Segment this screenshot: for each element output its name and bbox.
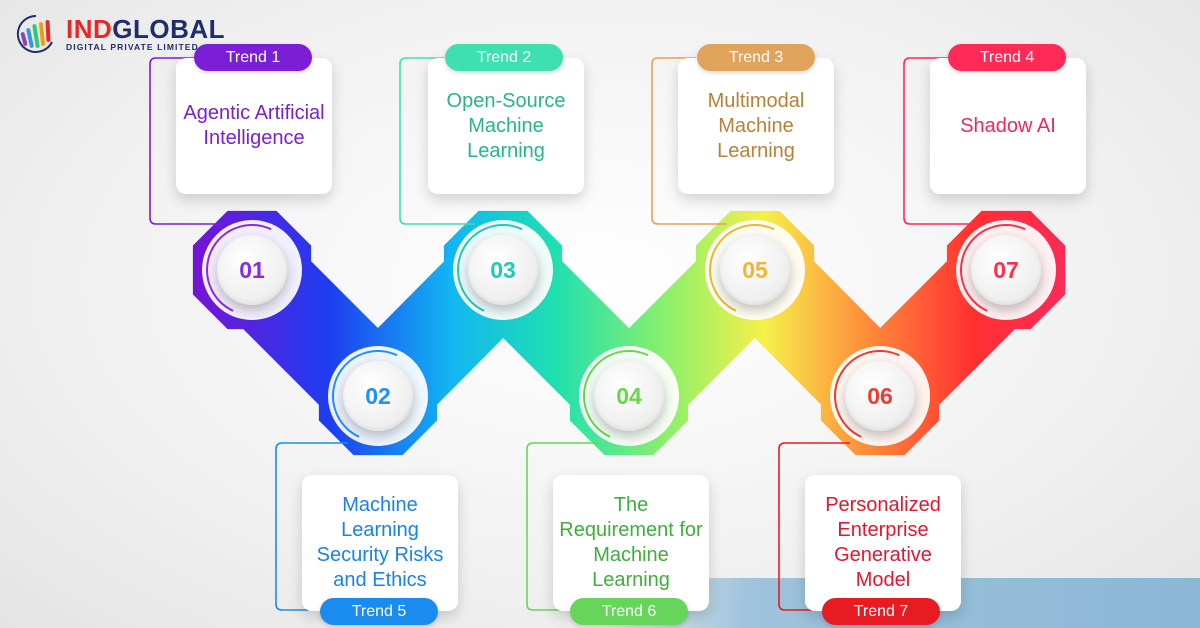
node-number-01: 01 bbox=[217, 235, 287, 305]
trend-card-2: Machine Learning Security Risks and Ethi… bbox=[302, 475, 458, 611]
logo-name: INDGLOBAL bbox=[66, 14, 226, 44]
card-title-2: Machine Learning Security Risks and Ethi… bbox=[316, 494, 444, 591]
bracket-line bbox=[778, 442, 850, 611]
node-number-06: 06 bbox=[845, 361, 915, 431]
trend-card-3: Open-Source Machine Learning bbox=[428, 58, 584, 194]
node-number-05: 05 bbox=[720, 235, 790, 305]
card-title-4: The Requirement for Machine Learning bbox=[559, 494, 703, 591]
trend-card-1: Agentic Artificial Intelligence bbox=[176, 58, 332, 194]
trend-card-5: Multimodal Machine Learning bbox=[678, 58, 834, 194]
bracket-line bbox=[149, 57, 224, 225]
company-logo: INDGLOBAL DIGITAL PRIVATE LIMITED bbox=[12, 10, 225, 54]
bracket-lines bbox=[149, 57, 978, 611]
trend-pill-4: Trend 4 bbox=[948, 44, 1066, 71]
trend-card-6: Personalized Enterprise Generative Model bbox=[805, 475, 961, 611]
card-title-3: Open-Source Machine Learning bbox=[446, 89, 566, 162]
trend-card-7: Shadow AI bbox=[930, 58, 1086, 194]
card-title-7: Shadow AI bbox=[960, 114, 1056, 137]
bracket-line bbox=[275, 442, 348, 611]
trend-pill-2: Trend 2 bbox=[445, 44, 563, 71]
card-title-1: Agentic Artificial Intelligence bbox=[183, 102, 325, 149]
trend-pill-6: Trend 6 bbox=[570, 598, 688, 625]
logo-emblem-icon bbox=[16, 14, 53, 53]
trend-pill-7: Trend 7 bbox=[822, 598, 940, 625]
trend-pill-1: Trend 1 bbox=[194, 44, 312, 71]
node-number-07: 07 bbox=[971, 235, 1041, 305]
bracket-line bbox=[651, 57, 727, 225]
node-number-03: 03 bbox=[468, 235, 538, 305]
card-title-5: Multimodal Machine Learning bbox=[707, 89, 805, 162]
trend-card-4: The Requirement for Machine Learning bbox=[553, 475, 709, 611]
node-number-02: 02 bbox=[343, 361, 413, 431]
trend-pill-3: Trend 3 bbox=[697, 44, 815, 71]
bracket-line bbox=[526, 442, 599, 611]
bracket-line bbox=[399, 57, 475, 225]
logo-subtitle: DIGITAL PRIVATE LIMITED bbox=[66, 42, 199, 52]
trend-pill-5: Trend 5 bbox=[320, 598, 438, 625]
bracket-line bbox=[903, 57, 978, 225]
node-number-04: 04 bbox=[594, 361, 664, 431]
card-title-6: Personalized Enterprise Generative Model bbox=[825, 494, 941, 591]
